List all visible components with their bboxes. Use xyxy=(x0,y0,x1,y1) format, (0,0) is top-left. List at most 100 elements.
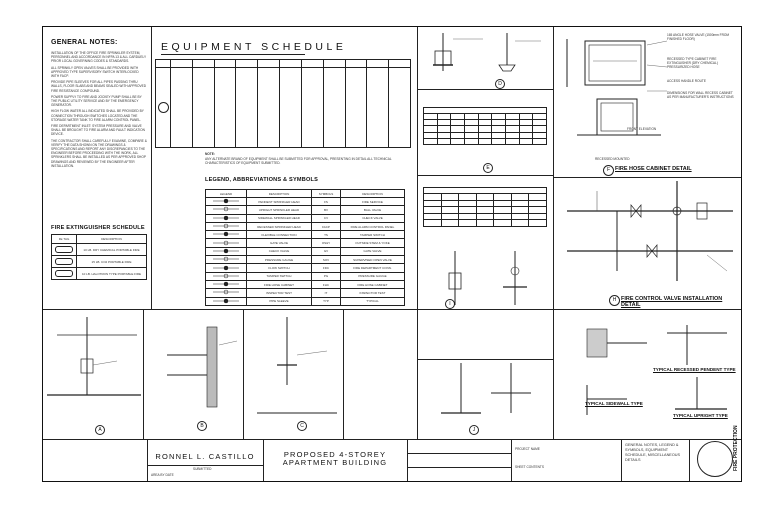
table-cell: TAMPER SWITCH xyxy=(246,271,312,281)
detail-j-drawing xyxy=(441,363,531,414)
engineer-seal xyxy=(697,441,733,477)
table-cell: FIRE SERVICE xyxy=(340,196,405,207)
table-cell: TYPICAL xyxy=(340,296,405,306)
upright-caption: TYPICAL UPRIGHT TYPE xyxy=(673,413,728,418)
title-block-v4 xyxy=(511,439,512,481)
detail-j-marker: J xyxy=(469,425,479,435)
fe-symbol xyxy=(51,255,77,268)
divider-bottom-e xyxy=(553,309,554,439)
legend-symbol xyxy=(205,196,247,207)
legend-symbol xyxy=(205,296,247,306)
table-cell: CV xyxy=(311,213,341,223)
table-cell: OS&Y xyxy=(311,238,341,248)
divider-detail-d-bottom xyxy=(417,89,553,90)
table-cell: RECESSED SPRINKLER HEAD xyxy=(246,221,312,232)
detail-d-drawing xyxy=(433,33,541,72)
title-small-label: SUBMITTED xyxy=(193,467,212,471)
general-note: PROVIDE PIPE SLEEVES FOR ALL PIPES PASSI… xyxy=(51,80,147,93)
half-icon xyxy=(213,215,239,220)
detail-d-marker: D xyxy=(495,79,505,89)
general-notes-title: GENERAL NOTES: xyxy=(51,39,118,46)
divider-e-bottom xyxy=(417,175,553,176)
equipment-tag-cell xyxy=(155,67,171,148)
table-cell: PRESSURE GAUGE xyxy=(246,255,312,265)
table-cell: CHECK VALVE xyxy=(340,213,405,223)
test-icon xyxy=(213,290,239,295)
project-name: PROPOSED 4-STOREY APARTMENT BUILDING xyxy=(282,450,388,467)
title-block-v3 xyxy=(407,439,408,481)
detail-h-marker: H xyxy=(609,295,620,306)
sheet-contents: GENERAL NOTES, LEGEND & SYMBOLS, EQUIPME… xyxy=(625,443,681,462)
general-note: INSTALLATION OF THE OFFICE FIRE SPRINKLE… xyxy=(51,51,147,64)
table-header: SYMBOLS xyxy=(311,189,341,198)
divider-bottom-b xyxy=(243,309,244,439)
table-cell: GATE VALVE xyxy=(340,246,405,257)
table-cell: FHC xyxy=(311,279,341,290)
legend-symbol xyxy=(205,271,247,281)
table-cell: BALL VALVE xyxy=(340,205,405,215)
front-elevation-label: FRONT ELEVATION xyxy=(627,127,657,131)
bowtie-icon xyxy=(213,240,239,245)
legend-symbol xyxy=(205,255,247,265)
divider-bottom-j xyxy=(417,359,553,360)
general-note: ALL SPRINKLY OPEN VALVES SHALL BE PROVID… xyxy=(51,65,139,79)
detail-b-marker: B xyxy=(197,421,207,431)
divider-bottom-d xyxy=(417,309,418,439)
detail-e-marker: E xyxy=(483,163,493,173)
detail-i-drawing xyxy=(448,251,527,305)
legend-symbol xyxy=(205,230,247,240)
table-cell: OUTSIDE STEM & YOKE xyxy=(340,238,405,248)
title-block-v2 xyxy=(263,439,264,481)
detail-a-marker: A xyxy=(95,425,105,435)
table-header: DESCRIPTION xyxy=(340,189,405,198)
divider-horizontal-middle xyxy=(43,309,741,310)
table-cell: INSPECTOR TEST xyxy=(246,288,312,298)
general-note: THE CONTRACTOR SHALL CAREFULLY EXAMINE, … xyxy=(51,138,147,168)
arrow-icon xyxy=(213,248,239,254)
tri-down-icon xyxy=(213,207,239,212)
hose-cabinet-note: DIMENSIONS FOR WALL RECESS CABINET AS PE… xyxy=(667,91,734,100)
title-block-v6 xyxy=(689,439,690,481)
fe-symbol xyxy=(51,243,77,256)
detail-g-marker: I xyxy=(445,299,455,309)
legend-symbol xyxy=(205,238,247,248)
table-cell: GV xyxy=(311,246,341,257)
table-cell: FLEXIBLE CONNECTION xyxy=(246,230,312,240)
ring-icon xyxy=(213,223,239,229)
divider-detail-f-bottom xyxy=(553,177,741,178)
detail-f-marker: F xyxy=(603,165,614,176)
hose-cabinet-drawing xyxy=(566,39,668,136)
table-cell: UPRIGHT SPRINKLER HEAD xyxy=(246,205,312,215)
legend-symbol xyxy=(205,205,247,215)
table-cell: FIRE DEPARTMENT CONN. xyxy=(340,263,405,273)
table-cell: PENDENT SPRINKLER HEAD xyxy=(246,196,312,207)
table-cell: FIRE HOSE CABINET xyxy=(340,279,405,290)
table-header: DESCRIPTION xyxy=(246,189,312,198)
divider-bottom-c xyxy=(343,309,344,439)
title-block-h1 xyxy=(147,465,263,466)
table-cell: TAMPER SWITCH xyxy=(340,230,405,240)
extinguisher-schedule-table: FE TAG DESCRIPTION 10 LB. DRY CHEMICAL P… xyxy=(51,234,147,280)
legend-symbol xyxy=(205,213,247,223)
title-small-label: SHEET CONTENTS xyxy=(515,465,544,469)
divider-title-block xyxy=(43,439,741,440)
recessed-mounted-label: RECESSED MOUNTED xyxy=(595,157,630,161)
pipe-table-1 xyxy=(423,107,547,146)
table-cell: PG xyxy=(311,271,341,281)
table-cell: GATE VALVE xyxy=(246,238,312,248)
pipe-table-2 xyxy=(423,187,547,227)
legend-symbol xyxy=(205,263,247,273)
legend-symbol xyxy=(205,288,247,298)
legend-symbol xyxy=(205,246,247,257)
table-cell: 10 LB. HALOTRON TYPE PORTABLE FIRE xyxy=(76,267,147,280)
